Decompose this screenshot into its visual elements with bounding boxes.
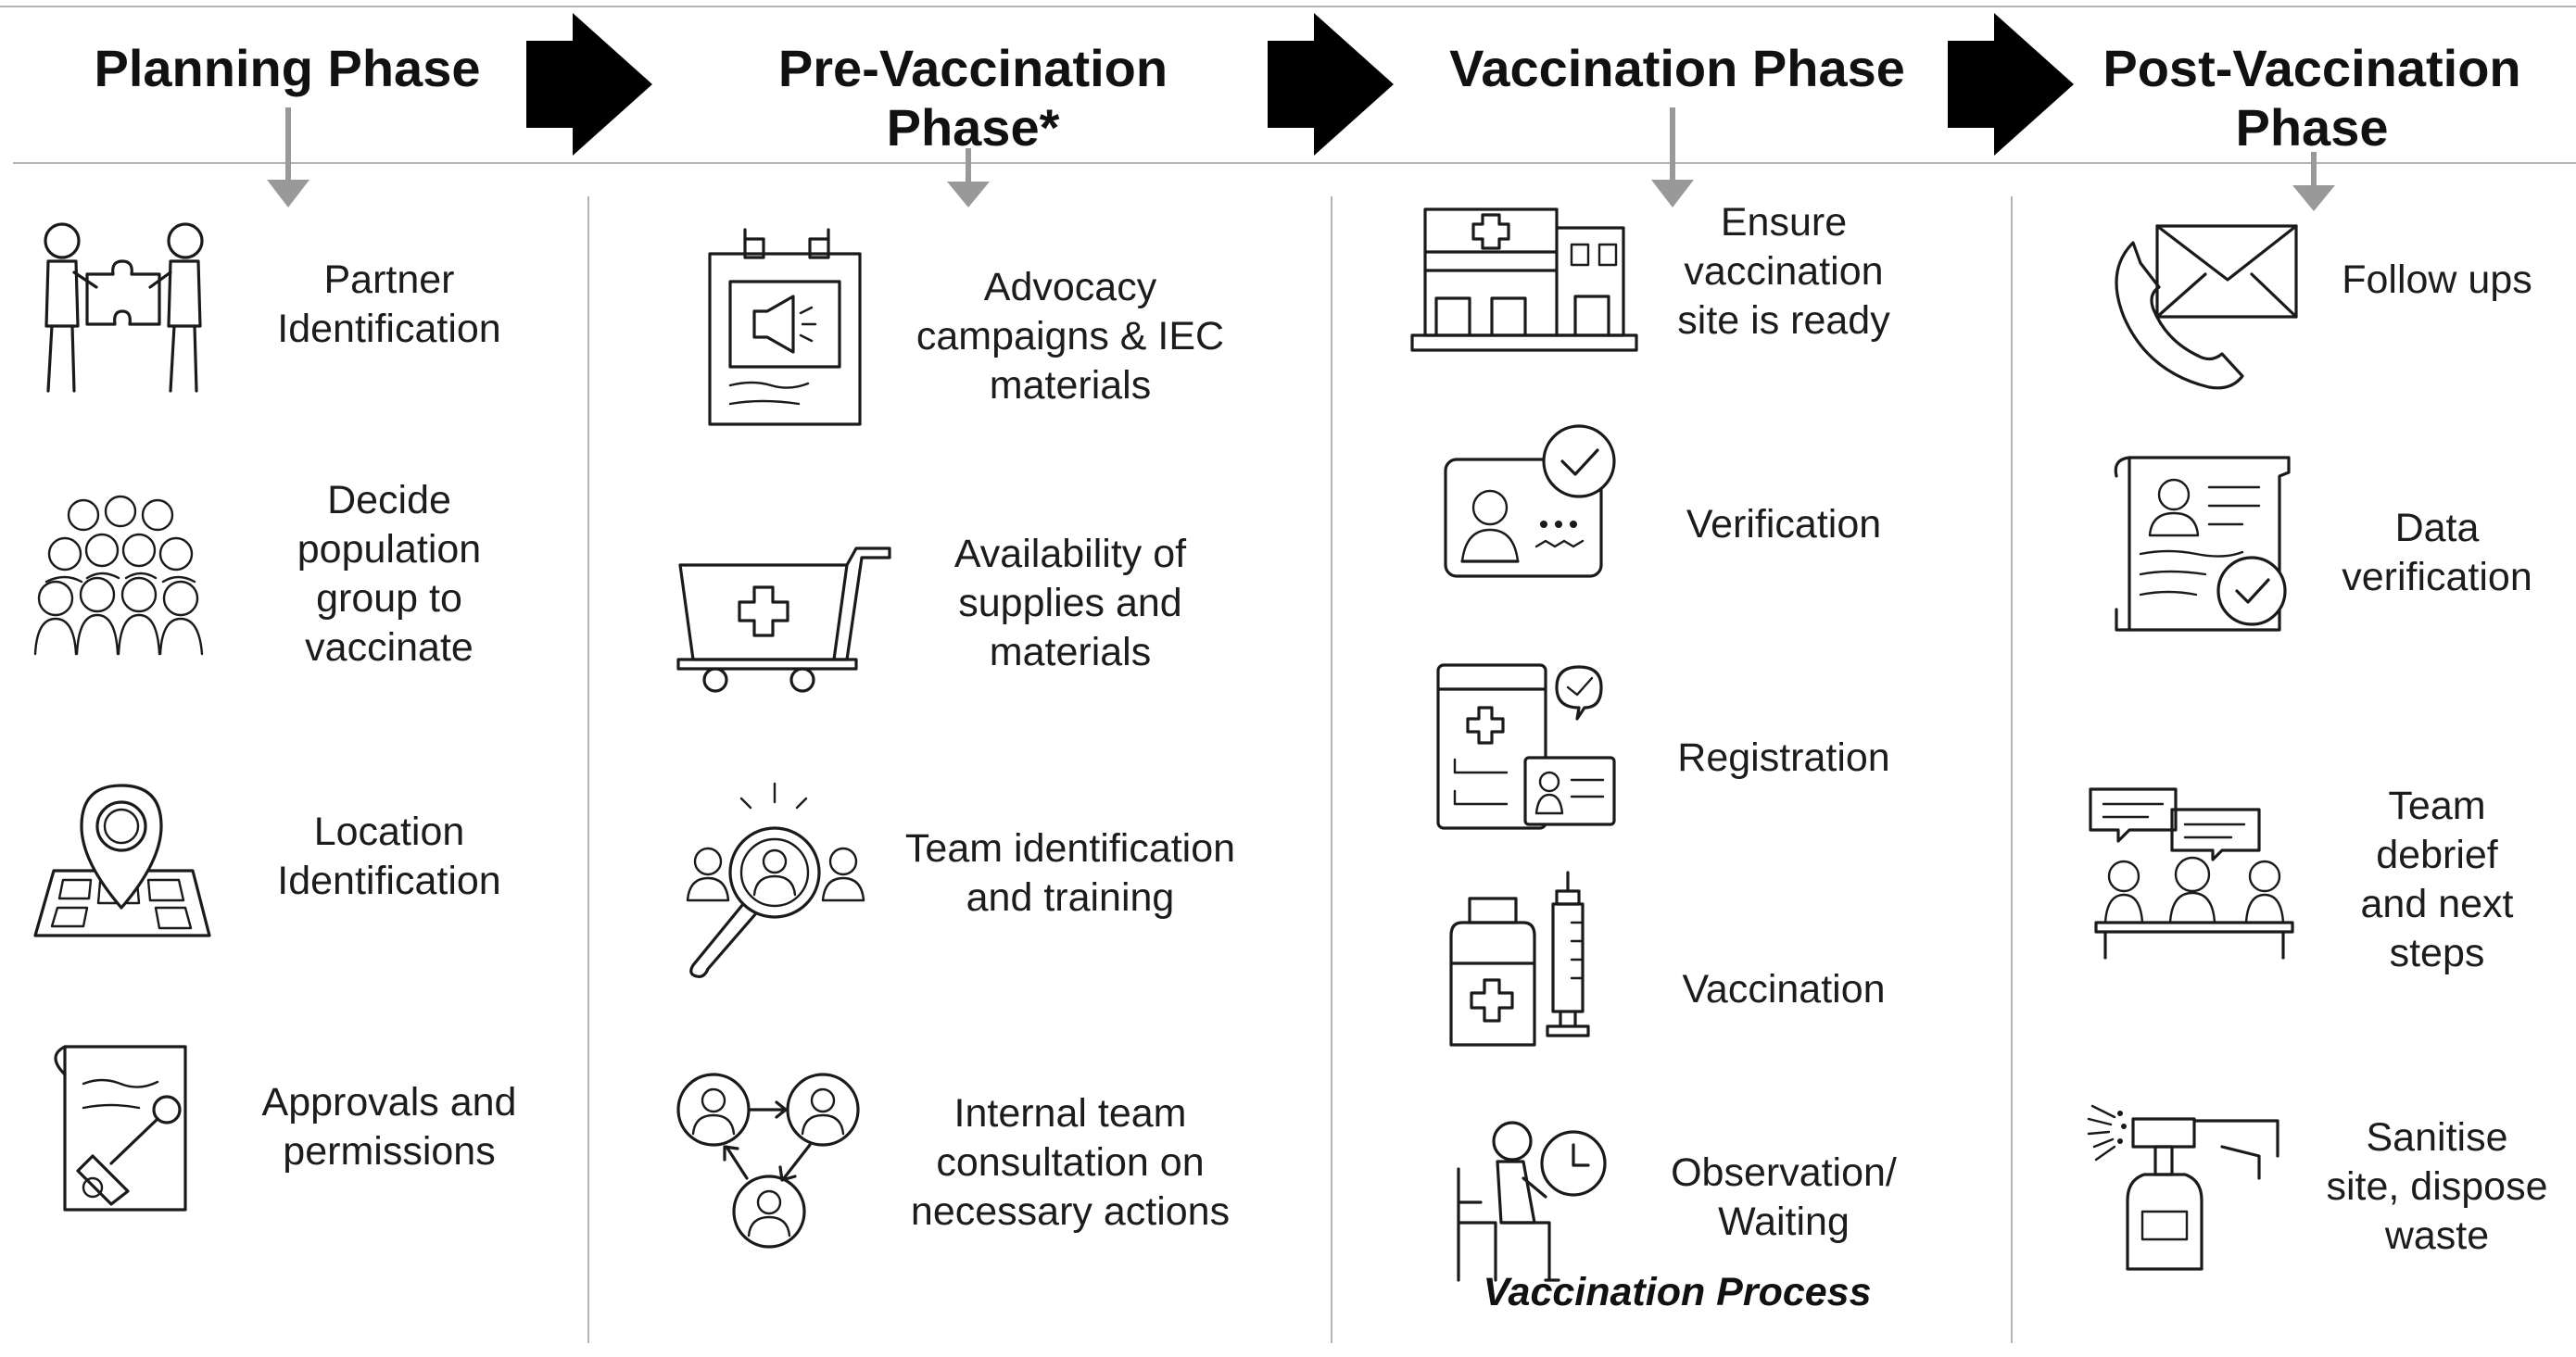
item-label: Data verification [2342,506,2532,599]
team-meeting-icon [2089,787,2294,960]
column-divider-2 [1331,196,1332,1343]
down-arrow-icon [267,107,309,207]
map-pin-icon [33,784,211,937]
header-divider [13,162,2576,164]
megaphone-poster-icon [708,228,862,426]
vaccination-process-caption: Vaccination Process [1483,1270,1872,1314]
item-label: Partner Identification [277,258,501,351]
down-arrow-icon [947,148,990,207]
item-label: Decide population group to vaccinate [297,478,482,670]
item-label: Approvals and permissions [261,1080,517,1174]
stamp-document-icon [54,1045,187,1212]
phase-title-post-vaccination: Post-Vaccination Phase [2102,39,2521,157]
registration-form-icon [1436,663,1616,830]
crowd-icon [33,495,204,656]
column-divider-1 [587,196,589,1343]
down-arrow-icon [2292,152,2335,211]
item-label: Availability of supplies and materials [953,532,1187,674]
item-label: Internal team consultation on necessary … [910,1091,1231,1234]
chevron-right-icon [526,13,652,156]
item-label: Team identification and training [904,826,1236,920]
top-rule [0,6,2576,7]
item-label: Vaccination [1682,967,1886,1011]
chevron-right-icon [1948,13,2074,156]
document-check-icon [2114,456,2291,632]
column-divider-3 [2011,196,2013,1343]
item-label: Observation/ Waiting [1671,1150,1897,1244]
item-label: Advocacy campaigns & IEC materials [915,265,1225,408]
vial-syringe-icon [1449,871,1590,1047]
item-label: Location Identification [277,810,501,903]
magnifier-people-icon [686,782,865,978]
phase-title-pre-vaccination: Pre-Vaccination Phase* [777,39,1168,157]
chevron-right-icon [1268,13,1394,156]
clinic-building-icon [1410,207,1638,352]
item-label: Ensure vaccination site is ready [1677,200,1890,343]
phase-title-planning: Planning Phase [94,39,481,97]
partners-puzzle-icon [44,222,204,393]
item-label: Registration [1677,735,1890,780]
item-label: Team debrief and next steps [2360,784,2514,975]
item-label: Sanitise site, dispose waste [2326,1115,2548,1258]
phone-envelope-icon [2115,224,2298,390]
medical-cart-icon [676,547,891,693]
item-label: Follow ups [2342,258,2532,302]
id-card-check-icon [1444,424,1616,578]
item-label: Verification [1686,502,1882,547]
down-arrow-icon [1651,107,1694,207]
spray-bottle-icon [2087,1104,2279,1271]
person-waiting-clock-icon [1457,1121,1607,1282]
phase-title-vaccination: Vaccination Phase [1449,39,1905,97]
team-network-icon [676,1073,860,1249]
